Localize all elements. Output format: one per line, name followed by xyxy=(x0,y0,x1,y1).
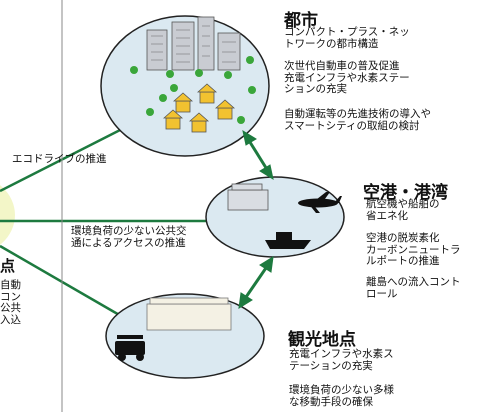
port-title: 空港・港湾 xyxy=(363,183,448,203)
left-fragment-heading: 点 xyxy=(0,257,16,275)
tree-icon xyxy=(130,56,256,124)
tourism-title: 観光地点 xyxy=(288,330,356,350)
port-item-2: 空港の脱炭素化 カーボンニュートラ ルポートの推進 xyxy=(366,232,461,267)
city-item-3: 自動運転等の先進技術の導入や スマートシティの取組の検討 xyxy=(284,108,431,132)
house-icon xyxy=(162,83,236,133)
port-tourism-arrow xyxy=(238,256,274,309)
office-building-icon xyxy=(146,16,241,71)
airport-terminal-icon xyxy=(227,183,269,211)
eco-drive-label: エコドライブの推進 xyxy=(12,153,107,165)
city-port-arrow xyxy=(242,129,274,181)
left-fragment-text: 自動 コン 公共 入込 xyxy=(0,279,21,326)
airplane-icon xyxy=(298,192,342,213)
ship-icon xyxy=(265,232,311,249)
left-node-blob xyxy=(0,185,15,245)
tourism-item-2: 環境負荷の少ない多様 な移動手段の確保 xyxy=(289,384,394,408)
tourism-connector xyxy=(0,244,129,322)
port-item-1: 航空機や船舶の 省エネ化 xyxy=(366,198,440,222)
hotel-icon xyxy=(146,297,232,331)
port-item-3: 離島への流入コント ロール xyxy=(366,276,461,300)
electric-cart-icon xyxy=(115,335,145,361)
public-transport-label: 環境負荷の少ない公共交 通によるアクセスの推進 xyxy=(71,225,187,249)
city-title: 都市 xyxy=(284,11,318,31)
tourism-item-1: 充電インフラや水素ス テーションの充実 xyxy=(289,348,394,372)
city-item-2: 次世代自動車の普及促進 充電インフラや水素ステー ションの充実 xyxy=(284,60,410,95)
city-item-1: コンパクト・プラス・ネッ トワークの都市構造 xyxy=(284,26,410,50)
eco-drive-connector xyxy=(0,125,127,193)
